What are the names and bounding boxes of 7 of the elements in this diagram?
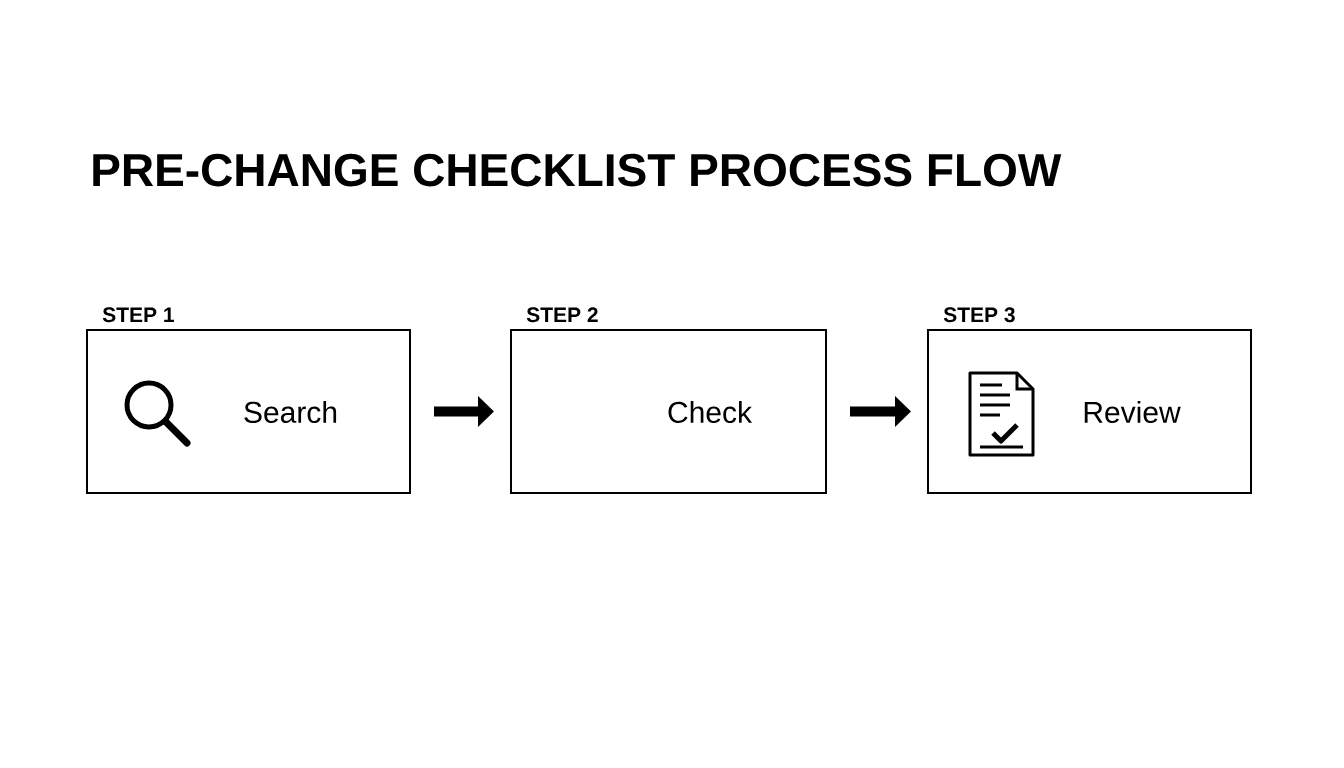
- node-label: STEP 2: [526, 307, 598, 323]
- title: PRE-CHANGE CHECKLIST PROCESS FLOW: [93, 153, 1062, 187]
- node-label: STEP 3: [943, 307, 1015, 323]
- node-label: STEP 1: [102, 307, 174, 323]
- process-box: STEP 2 Check: [510, 307, 827, 494]
- process-box: STEP 3 Review: [927, 307, 1252, 494]
- process-box: STEP 1 Search: [86, 307, 411, 494]
